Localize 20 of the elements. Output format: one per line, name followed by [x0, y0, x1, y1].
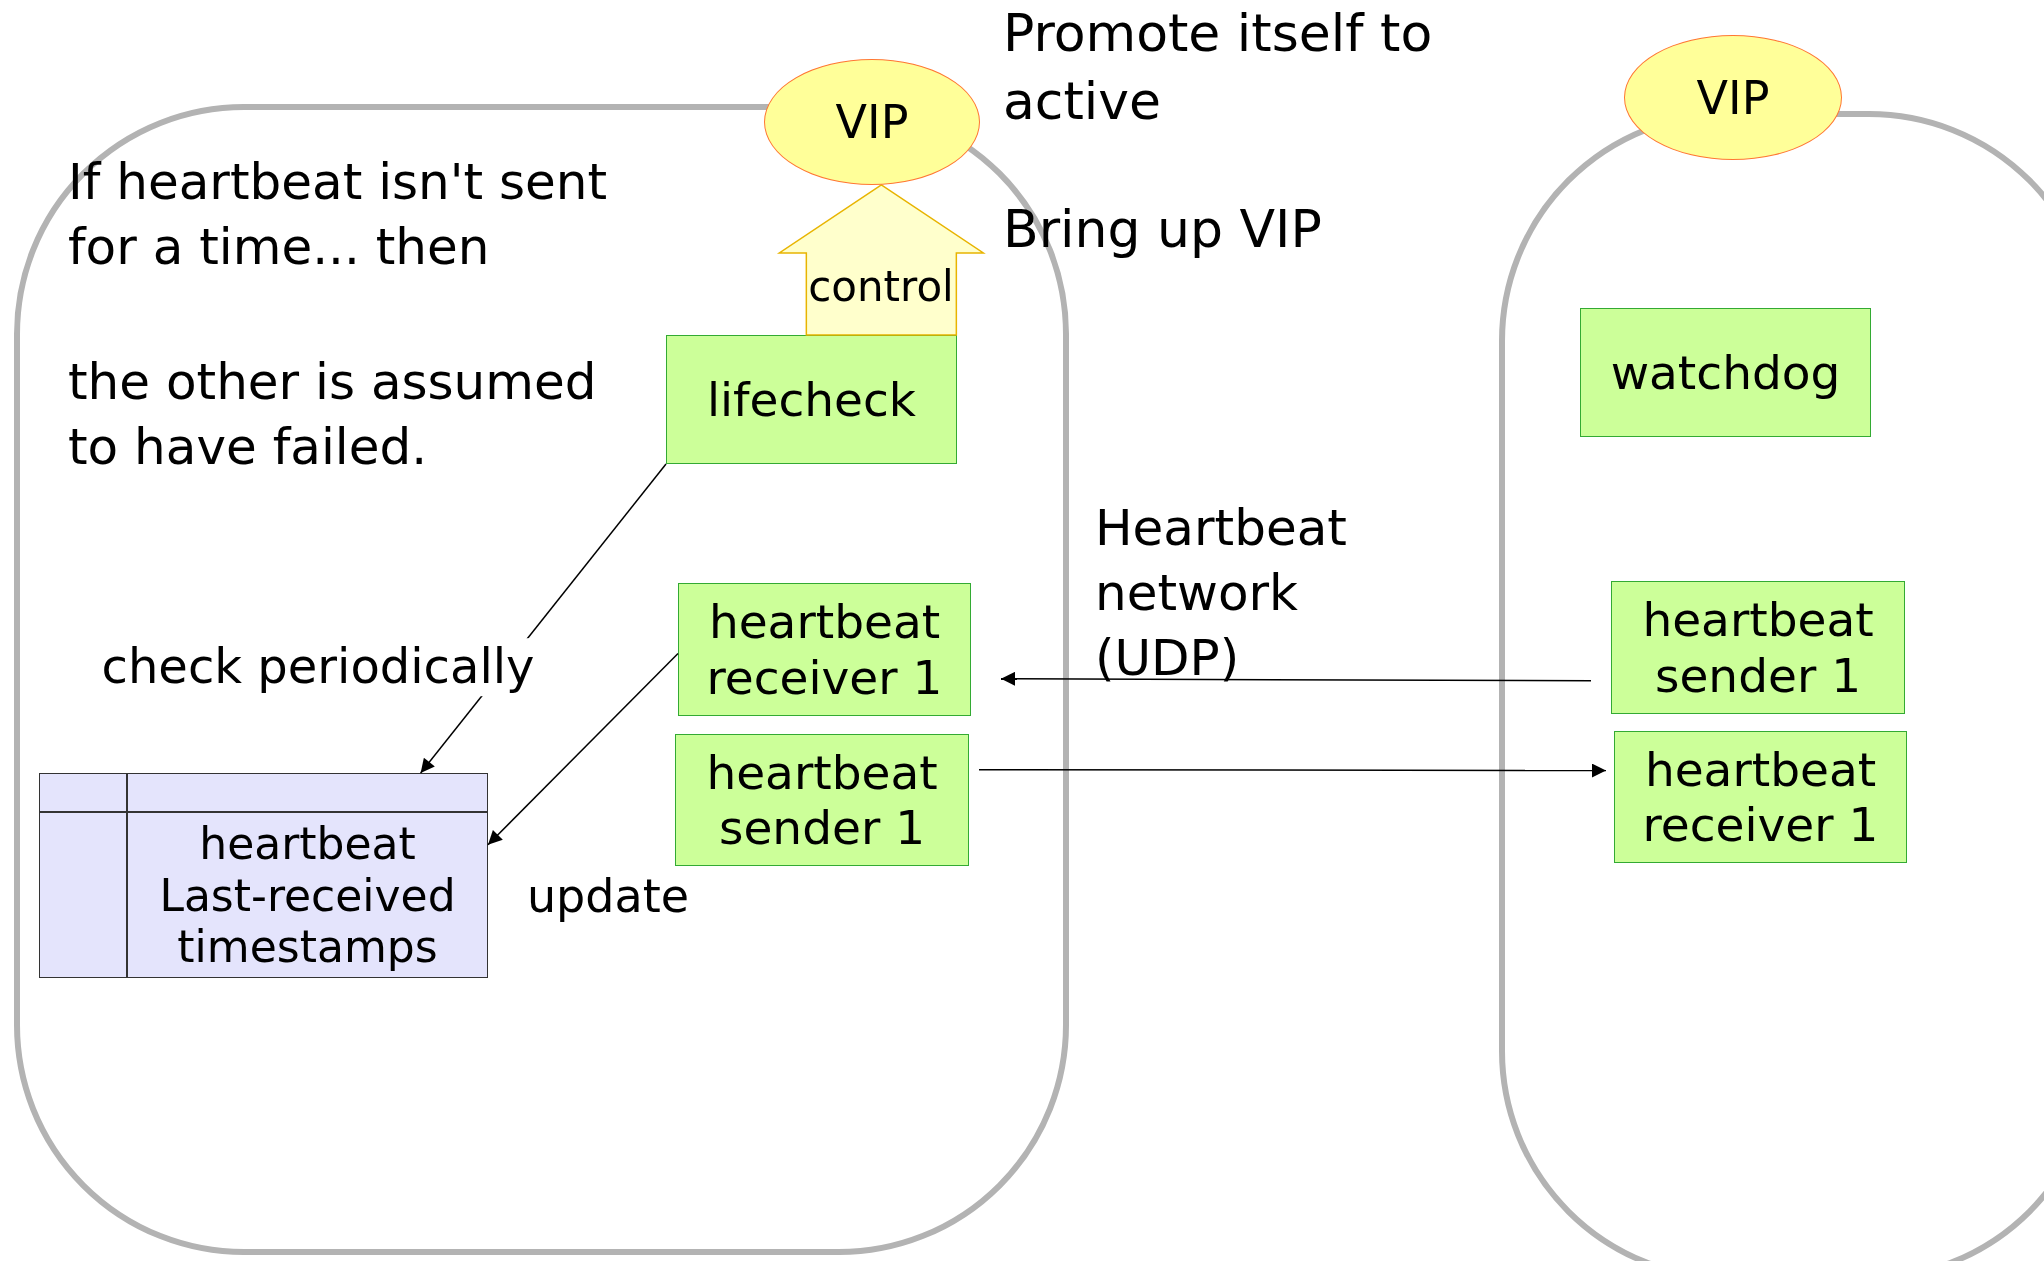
process-box: watchdog [1580, 308, 1871, 437]
arrow [487, 652, 679, 846]
note-text: Promote itself to active [1003, 2, 1434, 133]
note-text: Bring up VIP [1003, 198, 1323, 261]
note-text: Heartbeat network (UDP) [1095, 498, 1348, 689]
process-box: heartbeat sender 1 [1611, 581, 1905, 714]
arrow [978, 763, 1607, 778]
edge-label: control [808, 261, 954, 313]
block-arrow [776, 184, 986, 336]
vip-ellipse: VIP [1624, 35, 1842, 160]
note-text: the other is assumed to have failed. [68, 352, 598, 478]
vip-ellipse: VIP [764, 59, 980, 185]
note-text: If heartbeat isn't sent for a time... then [68, 152, 609, 278]
cell-text: heartbeat Last-received timestamps [158, 817, 457, 974]
process-box: heartbeat receiver 1 [1614, 731, 1907, 863]
process-box: heartbeat sender 1 [675, 734, 969, 866]
process-box: heartbeat receiver 1 [678, 583, 971, 716]
process-box: lifecheck [666, 335, 957, 464]
arrow [1000, 671, 1592, 686]
table [39, 773, 488, 978]
